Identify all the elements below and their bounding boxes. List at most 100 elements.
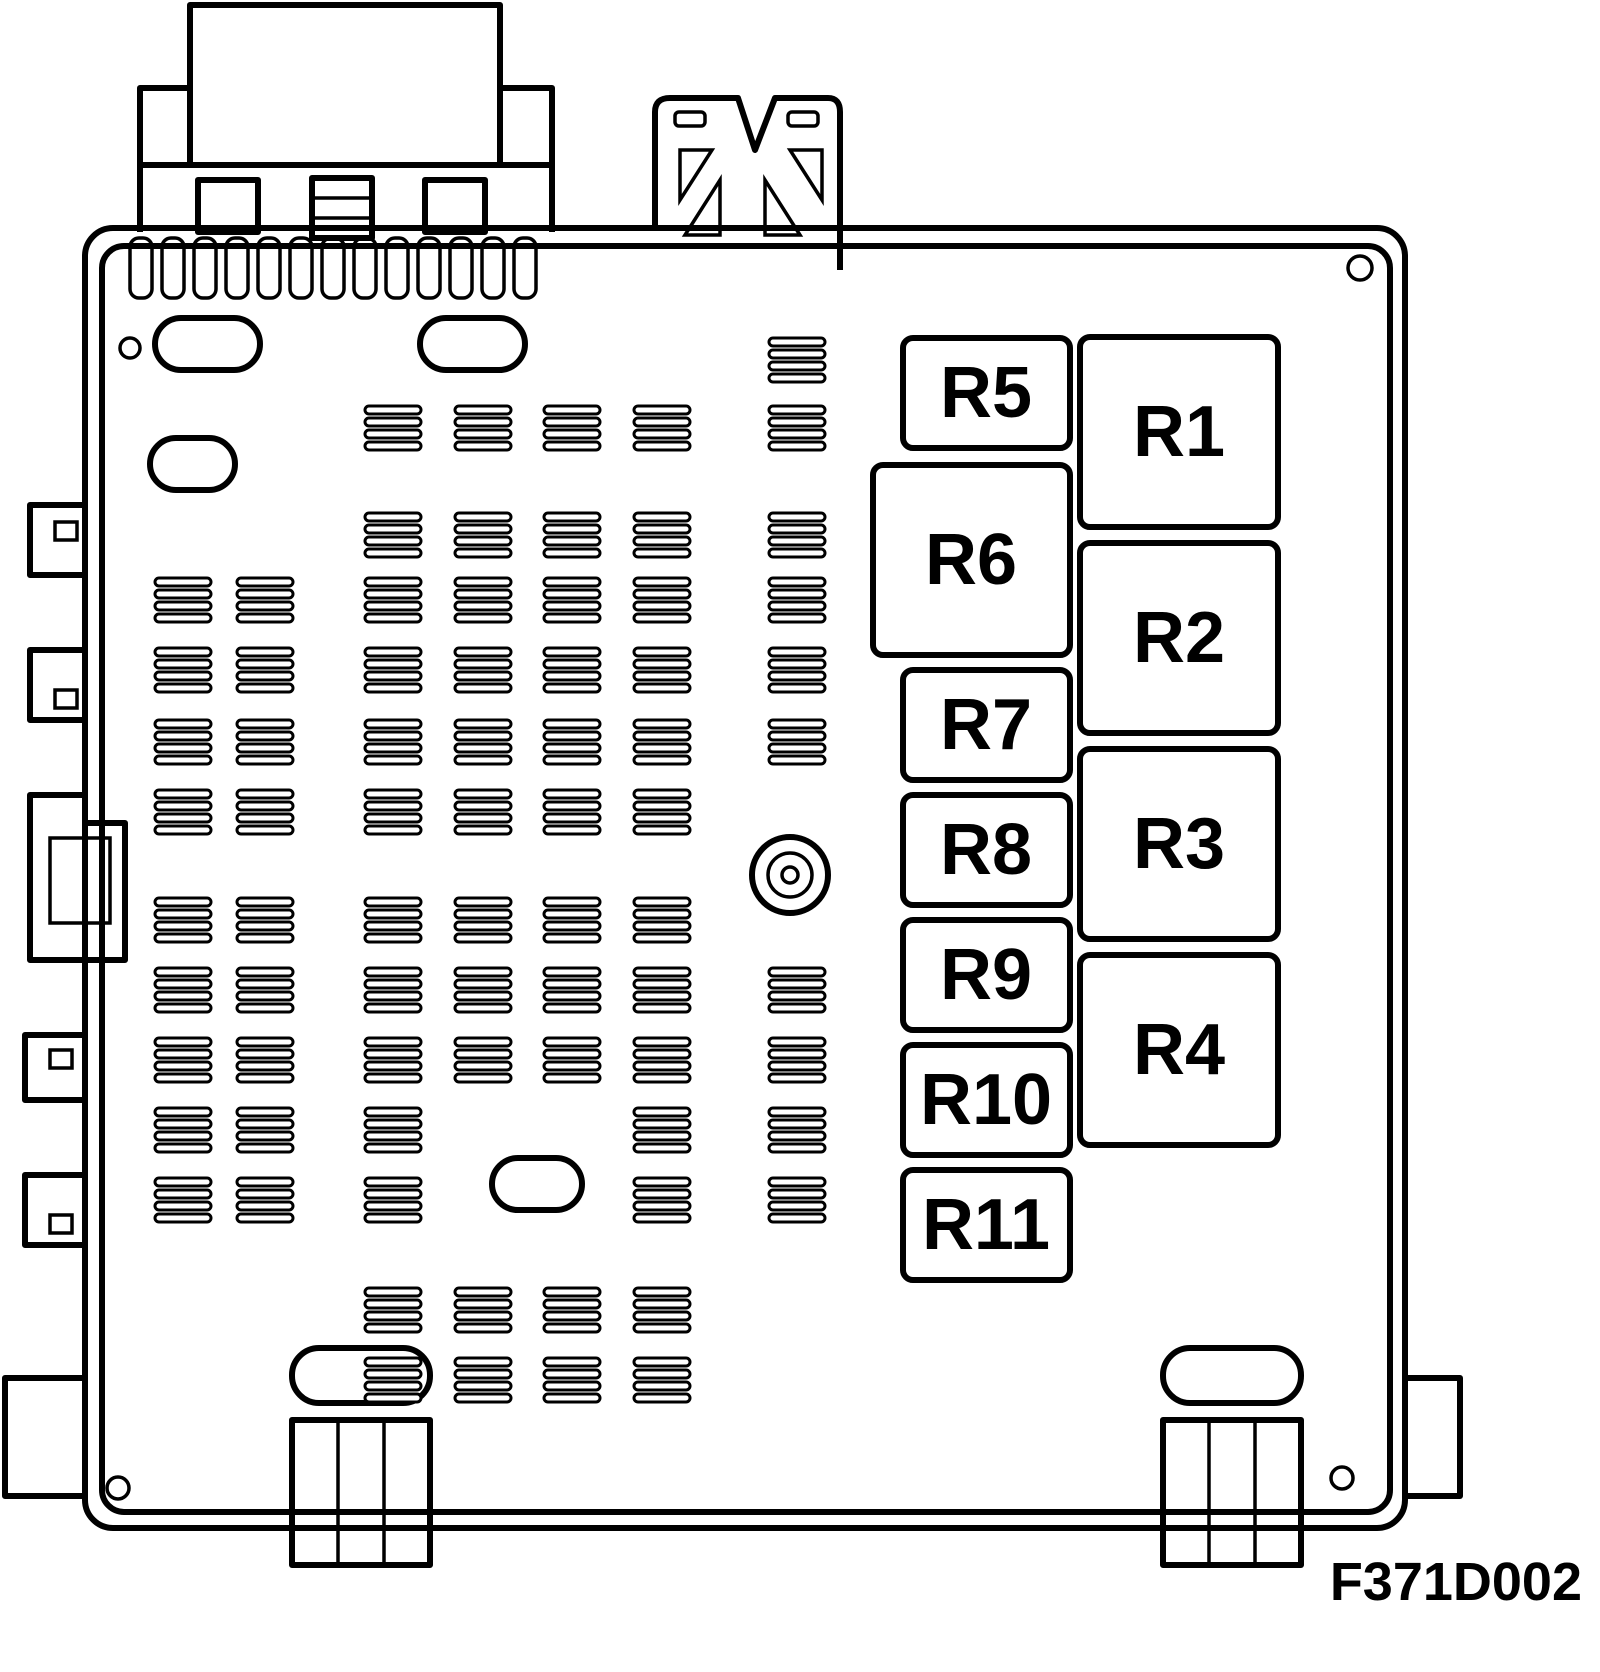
connector-pins (128, 236, 538, 300)
fuse-slot (767, 1036, 827, 1084)
fuse-slot (542, 576, 602, 624)
fuse-slot (153, 646, 213, 694)
fuse-slot (235, 1176, 295, 1224)
fuse-slot (767, 646, 827, 694)
relay-r8: R8 (900, 792, 1073, 908)
fuse-slot (363, 1286, 423, 1334)
connector-pin (224, 236, 250, 300)
relay-label: R5 (940, 353, 1032, 433)
fuse-slot (632, 646, 692, 694)
relay-label: R10 (920, 1060, 1052, 1140)
fuse-slot (767, 1106, 827, 1154)
fuse-slot (632, 966, 692, 1014)
relay-r9: R9 (900, 917, 1073, 1033)
fuse-slot (235, 1106, 295, 1154)
relay-label: R4 (1133, 1010, 1225, 1090)
fuse-slot (235, 718, 295, 766)
fuse-slot (153, 718, 213, 766)
fuse-slot (632, 788, 692, 836)
fuse-slots (153, 336, 827, 1404)
fuse-slot (235, 1036, 295, 1084)
fuse-slot (153, 1036, 213, 1084)
fuse-slot (453, 788, 513, 836)
fuse-slot (363, 896, 423, 944)
relay-r1: R1 (1077, 334, 1281, 530)
relay-label: R1 (1133, 392, 1225, 472)
fuse-slot (235, 576, 295, 624)
fuse-slot (363, 966, 423, 1014)
fuse-slot (767, 511, 827, 559)
fuse-slot (363, 646, 423, 694)
connector-pin (160, 236, 186, 300)
fuse-slot (153, 896, 213, 944)
fuse-slot (542, 1036, 602, 1084)
fuse-slot (632, 1176, 692, 1224)
fuse-slot (235, 646, 295, 694)
fuse-slot (632, 404, 692, 452)
fuse-slot (363, 788, 423, 836)
fuse-slot (542, 718, 602, 766)
fuse-slot (542, 1356, 602, 1404)
fuse-slot (542, 788, 602, 836)
fuse-slot (453, 576, 513, 624)
connector-pin (192, 236, 218, 300)
fuse-slot (453, 1036, 513, 1084)
fuse-slot (632, 1356, 692, 1404)
left-clips (2, 502, 1463, 1499)
relay-label: R2 (1133, 598, 1225, 678)
connector-pin (352, 236, 378, 300)
connector-pin (320, 236, 346, 300)
fuse-slot (235, 788, 295, 836)
fuse-slot (632, 1106, 692, 1154)
fuse-slot (632, 576, 692, 624)
relay-label: R3 (1133, 804, 1225, 884)
fuse-slot (363, 511, 423, 559)
relay-label: R8 (940, 810, 1032, 890)
relay-r4: R4 (1077, 952, 1281, 1148)
connector-pin (480, 236, 506, 300)
fuse-slot (767, 404, 827, 452)
figure-code: F371D002 (1330, 1552, 1582, 1612)
fuse-slot (453, 718, 513, 766)
relay-r6: R6 (870, 462, 1073, 658)
fuse-slot (235, 966, 295, 1014)
relay-r10: R10 (900, 1042, 1073, 1158)
fuse-slot (363, 576, 423, 624)
connector-pin (448, 236, 474, 300)
fuse-slot (542, 1286, 602, 1334)
fuse-slot (767, 718, 827, 766)
fuse-slot (153, 788, 213, 836)
fuse-slot (453, 966, 513, 1014)
connector-pin (256, 236, 282, 300)
fuse-slot (632, 511, 692, 559)
fuse-slot (363, 404, 423, 452)
fuse-slot (542, 896, 602, 944)
fuse-slot (453, 404, 513, 452)
fuse-slot (632, 1286, 692, 1334)
connector-pin (416, 236, 442, 300)
housing-outline (82, 225, 1408, 1531)
fuse-slot (542, 966, 602, 1014)
fuse-slot (453, 896, 513, 944)
relay-r11: R11 (900, 1167, 1073, 1283)
connector-pin (288, 236, 314, 300)
fuse-slot (453, 646, 513, 694)
fuse-slot (235, 896, 295, 944)
connector-pin (128, 236, 154, 300)
fuse-slot (542, 646, 602, 694)
fuse-slot (453, 1356, 513, 1404)
fuse-slot (153, 576, 213, 624)
fuse-slot (767, 1176, 827, 1224)
fuse-slot (363, 1176, 423, 1224)
relay-r2: R2 (1077, 540, 1281, 736)
fuse-slot (363, 1356, 423, 1404)
relay-label: R9 (940, 935, 1032, 1015)
relay-label: R11 (922, 1185, 1050, 1265)
connector-pin (512, 236, 538, 300)
relay-r7: R7 (900, 667, 1073, 783)
connector-pin (384, 236, 410, 300)
fuse-slot (542, 511, 602, 559)
fuse-slot (153, 1176, 213, 1224)
fuse-slot (153, 966, 213, 1014)
fuse-slot (767, 966, 827, 1014)
